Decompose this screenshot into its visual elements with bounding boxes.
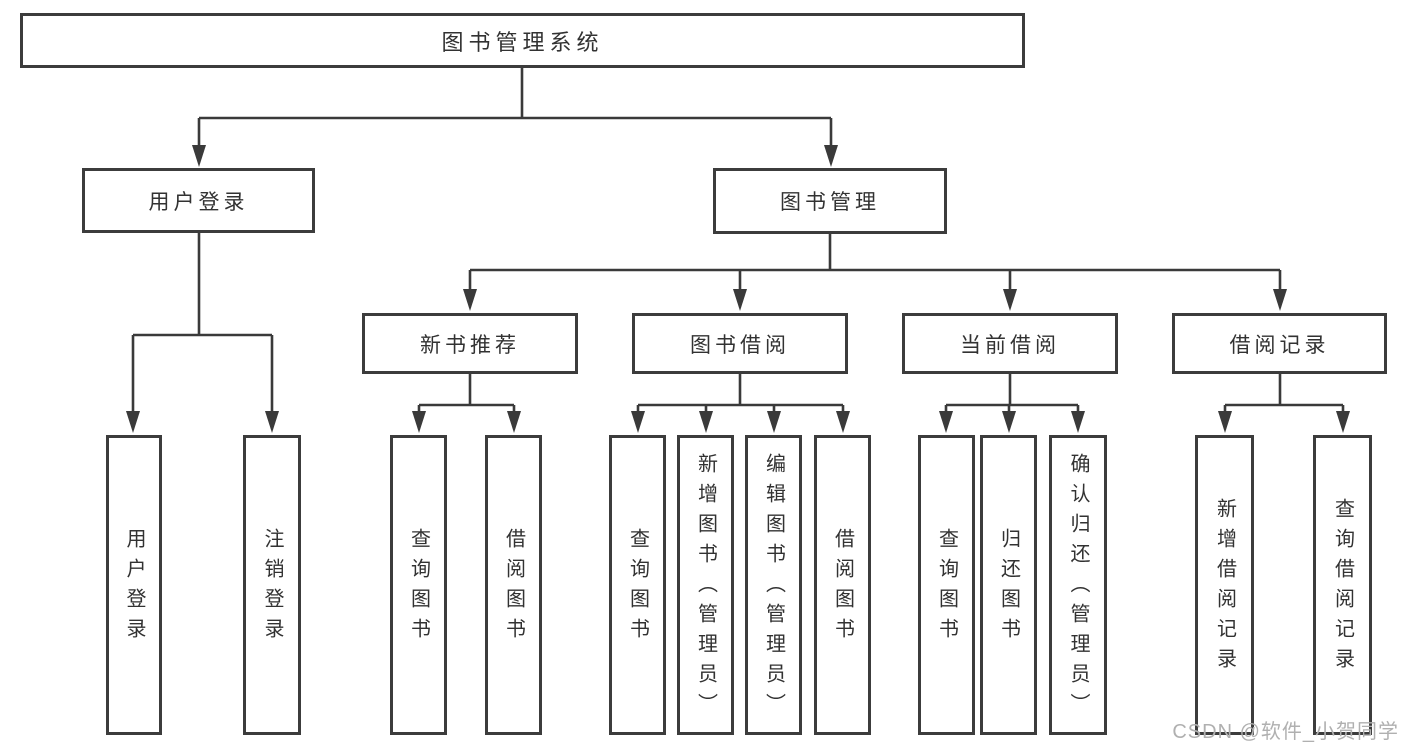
node-new-book-recommend: 新书推荐	[362, 313, 578, 374]
leaf-borrow-books-borrowing: 借阅图书	[814, 435, 871, 735]
leaf-return-books: 归还图书	[980, 435, 1037, 735]
arrow-down-icon	[265, 411, 279, 433]
leaf-query-books-current: 查询图书	[918, 435, 975, 735]
arrow-down-icon	[699, 411, 713, 433]
leaf-logout: 注销登录	[243, 435, 301, 735]
arrow-down-icon	[824, 145, 838, 167]
arrow-down-icon	[939, 411, 953, 433]
leaf-query-books-borrowing: 查询图书	[609, 435, 666, 735]
node-library-system: 图书管理系统	[20, 13, 1025, 68]
arrow-down-icon	[767, 411, 781, 433]
node-book-borrowing: 图书借阅	[632, 313, 848, 374]
arrow-down-icon	[1218, 411, 1232, 433]
leaf-confirm-return-admin: 确认归还（管理员）	[1049, 435, 1107, 735]
arrow-down-icon	[733, 289, 747, 311]
leaf-edit-books-admin: 编辑图书（管理员）	[745, 435, 802, 735]
watermark-text: CSDN @软件_小贺同学	[1172, 721, 1399, 743]
arrow-down-icon	[1336, 411, 1350, 433]
node-book-management: 图书管理	[713, 168, 947, 234]
arrow-down-icon	[126, 411, 140, 433]
leaf-add-books-admin: 新增图书（管理员）	[677, 435, 734, 735]
arrow-down-icon	[463, 289, 477, 311]
node-current-borrowing: 当前借阅	[902, 313, 1118, 374]
arrow-down-icon	[507, 411, 521, 433]
arrow-down-icon	[1071, 411, 1085, 433]
arrow-down-icon	[412, 411, 426, 433]
leaf-user-login: 用户登录	[106, 435, 162, 735]
leaf-query-borrow-record: 查询借阅记录	[1313, 435, 1372, 735]
arrow-down-icon	[631, 411, 645, 433]
leaf-query-books-recommend: 查询图书	[390, 435, 447, 735]
node-user-login: 用户登录	[82, 168, 315, 233]
arrow-down-icon	[1273, 289, 1287, 311]
arrow-down-icon	[192, 145, 206, 167]
leaf-add-borrow-record: 新增借阅记录	[1195, 435, 1254, 735]
arrow-down-icon	[1003, 289, 1017, 311]
node-borrowing-records: 借阅记录	[1172, 313, 1387, 374]
arrow-down-icon	[1002, 411, 1016, 433]
arrow-down-icon	[836, 411, 850, 433]
leaf-borrow-books-recommend: 借阅图书	[485, 435, 542, 735]
